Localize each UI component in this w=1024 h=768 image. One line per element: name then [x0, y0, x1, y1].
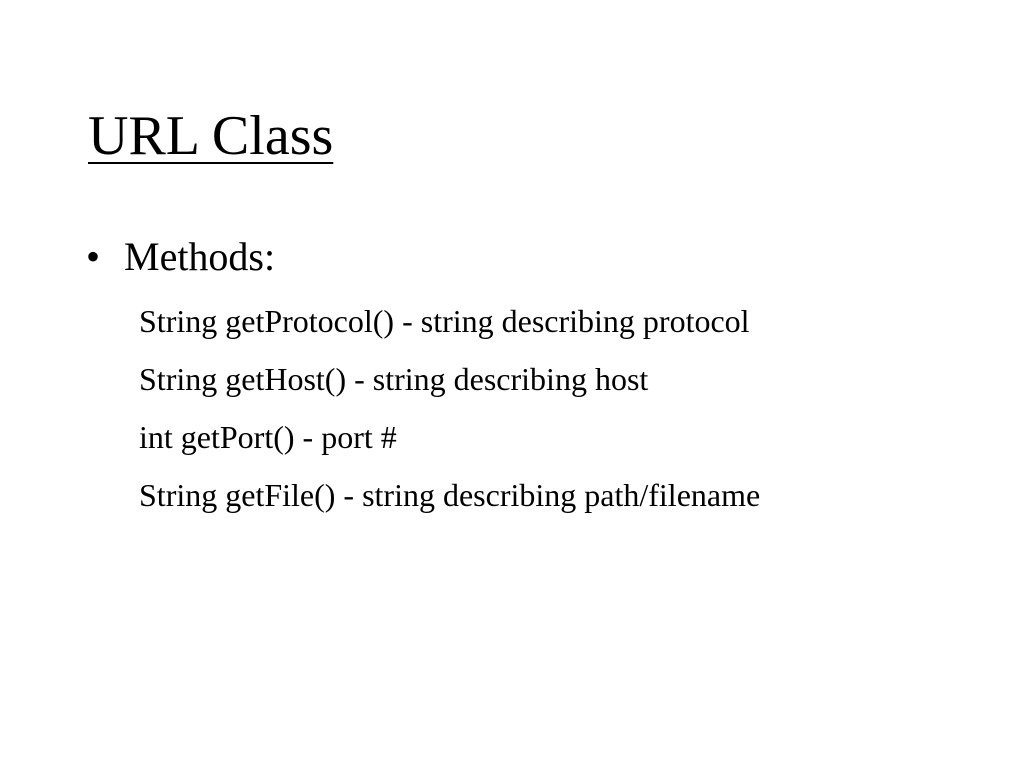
method-get-protocol: String getProtocol() - string describing… [139, 303, 750, 339]
method-get-file: String getFile() - string describing pat… [139, 477, 761, 513]
bullet-methods: • Methods: [86, 232, 275, 282]
slide-title: URL Class [88, 105, 334, 167]
bullet-dot: • [86, 234, 101, 279]
bullet-label: Methods: [124, 234, 276, 279]
method-list: String getProtocol() - string describing… [139, 292, 760, 524]
method-get-port: int getPort() - port # [139, 419, 397, 455]
method-get-host: String getHost() - string describing hos… [139, 361, 649, 397]
